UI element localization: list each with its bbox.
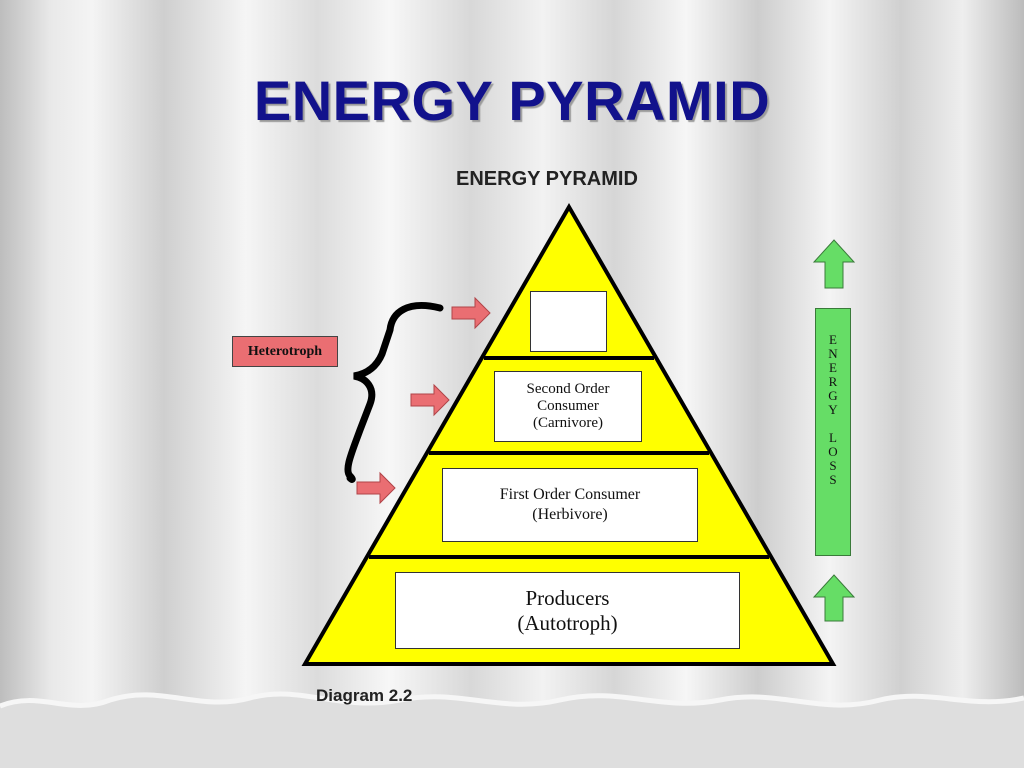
green-arrow-up-top: [812, 239, 856, 289]
slide-title: ENERGY PYRAMID: [253, 69, 771, 132]
energy-loss-bar: E N E R G Y L O S S: [815, 308, 851, 556]
red-arrow-bottom: [356, 471, 396, 505]
red-arrow-top: [451, 296, 491, 330]
pyramid-level-second-order: Second Order Consumer (Carnivore): [494, 371, 642, 442]
diagram-title: ENERGY PYRAMID: [456, 168, 638, 190]
energy-loss-letter: R: [828, 374, 838, 389]
pyramid-level-producers: Producers (Autotroph): [395, 572, 740, 649]
pyramid-level-apex-box: [530, 291, 607, 352]
energy-loss-letter: S: [829, 458, 837, 473]
energy-loss-letter: Y: [828, 402, 838, 417]
second-order-line3: (Carnivore): [533, 415, 603, 431]
energy-loss-letter: O: [828, 444, 838, 459]
energy-loss-letter: S: [829, 472, 837, 487]
energy-loss-letter: G: [828, 388, 838, 403]
second-order-line2: Consumer: [537, 398, 599, 414]
producers-line2: (Autotroph): [517, 610, 618, 635]
second-order-line1: Second Order: [526, 381, 610, 397]
energy-loss-letter: L: [829, 430, 837, 445]
producers-line1: Producers: [525, 585, 610, 610]
red-arrow-middle: [410, 383, 450, 417]
energy-loss-letter: N: [828, 346, 838, 361]
first-order-line2: (Herbivore): [532, 506, 608, 523]
energy-loss-letter: E: [829, 360, 837, 375]
green-arrow-up-bottom: [812, 574, 856, 622]
heterotroph-brace: [344, 301, 444, 483]
diagram-caption: Diagram 2.2: [316, 686, 413, 705]
heterotroph-label: Heterotroph: [232, 336, 338, 367]
first-order-line1: First Order Consumer: [499, 486, 641, 503]
pyramid-level-first-order: First Order Consumer (Herbivore): [442, 468, 698, 542]
energy-loss-letter: E: [829, 332, 837, 347]
